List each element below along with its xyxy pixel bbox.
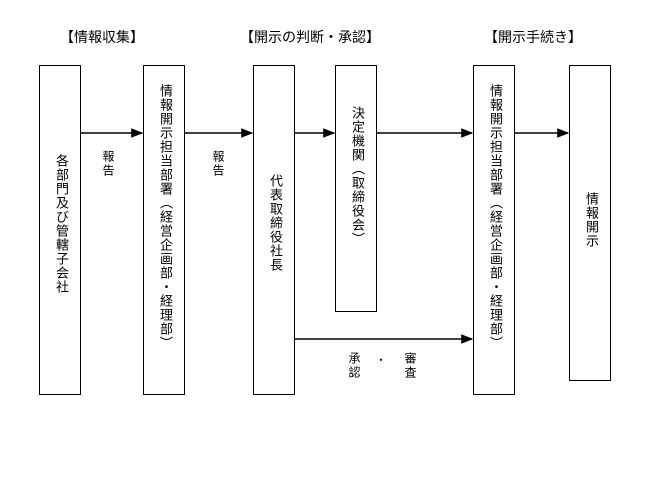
box-disclosure-dept-1-label: 情報開示担当部署（経営企画部・経理部） [157,84,172,350]
label-approve: 承認 [347,352,361,380]
label-report-2: 報告 [211,150,225,178]
box-disclosure-dept-2: 情報開示担当部署（経営企画部・経理部） [473,65,515,395]
header-procedure: 【開示手続き】 [484,30,582,46]
box-departments: 各部門及び管轄子会社 [39,65,81,395]
box-disclosure-label: 情報開示 [583,192,598,248]
label-review: 審査 [403,352,417,380]
box-disclosure-dept-1: 情報開示担当部署（経営企画部・経理部） [143,65,185,395]
box-president-label: 代表取締役社長 [267,174,282,272]
label-report-1: 報告 [101,150,115,178]
header-judgment: 【開示の判断・承認】 [240,30,380,46]
box-disclosure: 情報開示 [569,65,611,381]
box-disclosure-dept-2-label: 情報開示担当部署（経営企画部・経理部） [487,84,502,350]
label-separator-dot: ・ [375,353,388,367]
box-departments-label: 各部門及び管轄子会社 [53,154,68,294]
box-president: 代表取締役社長 [253,65,295,395]
box-decision-body-label: 決定機関（取締役会） [349,106,364,246]
header-collection: 【情報収集】 [60,30,144,46]
box-decision-body: 決定機関（取締役会） [335,65,377,312]
